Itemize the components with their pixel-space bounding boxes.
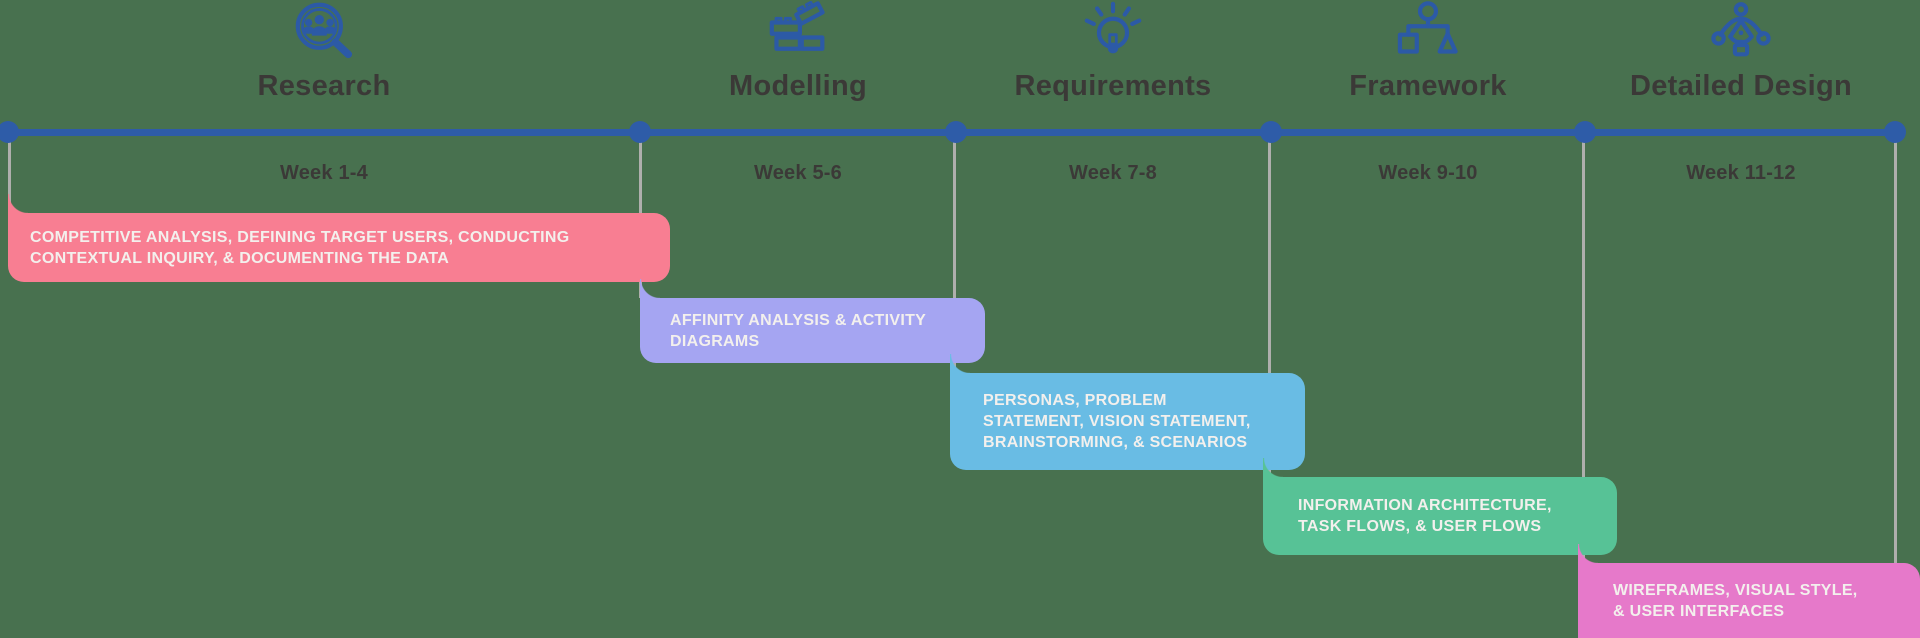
phase-title-framework: Framework bbox=[1349, 70, 1507, 102]
phase-title-research: Research bbox=[257, 70, 391, 102]
week-label-requirements: Week 7-8 bbox=[1069, 162, 1157, 184]
card-detailed-design-activities: WIREFRAMES, VISUAL STYLE, & USER INTERFA… bbox=[1578, 544, 1920, 638]
timeline-dot bbox=[945, 121, 967, 143]
card-requirements-text: PERSONAS, PROBLEM STATEMENT, VISION STAT… bbox=[983, 392, 1251, 451]
card-modelling-text: AFFINITY ANALYSIS & ACTIVITY DIAGRAMS bbox=[670, 311, 927, 350]
timeline-dot bbox=[0, 121, 19, 143]
timeline-dot bbox=[1884, 121, 1906, 143]
pen-tool-icon bbox=[1711, 2, 1771, 57]
connector-line bbox=[953, 136, 956, 373]
week-label-modelling: Week 5-6 bbox=[754, 162, 842, 184]
connector-line bbox=[1268, 136, 1271, 477]
phase-title-modelling: Modelling bbox=[728, 70, 867, 102]
org-chart-icon bbox=[1397, 1, 1458, 54]
user-research-magnifier-icon bbox=[295, 2, 353, 59]
timeline-dot bbox=[629, 121, 651, 143]
connector-line bbox=[1582, 136, 1585, 563]
timeline-dot bbox=[1574, 121, 1596, 143]
card-detailed-design-text: WIREFRAMES, VISUAL STYLE, & USER INTERFA… bbox=[1613, 581, 1858, 620]
week-label-framework: Week 9-10 bbox=[1378, 162, 1478, 184]
connector-line bbox=[1894, 136, 1897, 572]
building-blocks-icon bbox=[769, 1, 825, 51]
timeline-dot bbox=[1260, 121, 1282, 143]
week-label-research: Week 1-4 bbox=[280, 162, 368, 184]
card-requirements-activities: PERSONAS, PROBLEM STATEMENT, VISION STAT… bbox=[950, 354, 1305, 470]
card-research-activities: COMPETITIVE ANALYSIS, DEFINING TARGET US… bbox=[8, 194, 670, 282]
card-framework-activities: INFORMATION ARCHITECTURE, TASK FLOWS, & … bbox=[1263, 458, 1617, 555]
phase-title-requirements: Requirements bbox=[1014, 70, 1212, 102]
week-label-detailed-design: Week 11-12 bbox=[1686, 162, 1796, 184]
card-framework-text: INFORMATION ARCHITECTURE, TASK FLOWS, & … bbox=[1298, 497, 1552, 535]
card-modelling-activities: AFFINITY ANALYSIS & ACTIVITY DIAGRAMS bbox=[640, 279, 985, 363]
phase-title-detailed-design: Detailed Design bbox=[1629, 70, 1853, 102]
connector-line bbox=[8, 136, 11, 213]
card-research-text: COMPETITIVE ANALYSIS, DEFINING TARGET US… bbox=[30, 228, 570, 267]
lightbulb-icon bbox=[1084, 1, 1142, 54]
